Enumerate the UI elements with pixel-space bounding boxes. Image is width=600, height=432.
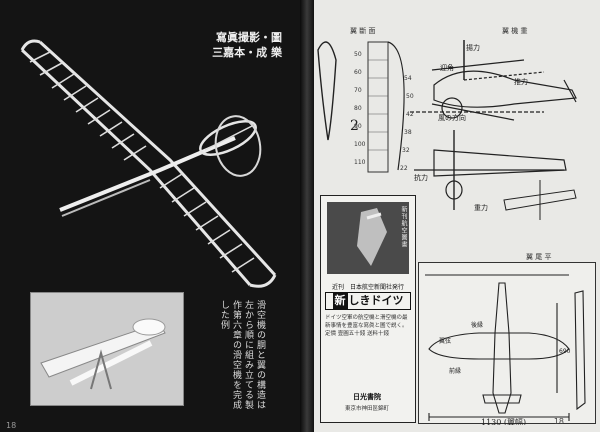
svg-text:54: 54 (404, 75, 412, 82)
ad-book-title: 新 しきドイツ (325, 292, 411, 310)
height-dimension: 690 (559, 348, 571, 355)
right-numbers: 54 50 42 38 32 22 (400, 75, 414, 172)
header-left: 翼 斷 面 (350, 27, 376, 35)
svg-text:60: 60 (354, 69, 362, 76)
wing-section-number: 2 (350, 118, 359, 134)
svg-text:80: 80 (354, 105, 362, 112)
finished-glider-image (31, 293, 183, 405)
three-view-drawing: 1130 (翼幅) 前縁 後縁 翼弦 690 (425, 274, 586, 427)
photo-caption: 寫眞撮影・圖 三嘉本・成 樂 (192, 30, 282, 60)
drag-label: 抗力 (414, 173, 428, 182)
attack-angle-label: 迎角 (440, 63, 454, 72)
svg-text:110: 110 (354, 159, 366, 166)
svg-text:42: 42 (406, 111, 414, 118)
technical-drawings: 2 揚力 風の方向 推力 抗力 重力 迎角 50 60 70 80 90 100… (317, 40, 577, 220)
caption-line-2: 三嘉本・成 樂 (212, 46, 282, 59)
figure-label: 翼 尾 平 (526, 253, 552, 261)
finished-glider-photo (30, 292, 184, 406)
svg-text:32: 32 (402, 147, 410, 154)
ad-title-rest: しきドイツ (348, 294, 404, 307)
left-page: 寫眞撮影・圖 三嘉本・成 樂 滑空機の胴と翼の構造は左から順に組み立てる製作第六… (6, 30, 282, 430)
chord-label: 前縁 (449, 367, 461, 375)
ad-body-text: ドイツ空軍の航空機と滑空機の最新事情を豊富な寫眞と圖で説く。定價 壹圓五十錢 送… (325, 315, 408, 337)
ad-image-text: 新刊航空圖書 (400, 206, 407, 248)
svg-text:22: 22 (400, 165, 408, 172)
plane-three-view: 1130 (翼幅) 前縁 後縁 翼弦 690 (418, 262, 596, 427)
book-advertisement: 新刊航空圖書 近刊 日本航空新聞社発行 新 しきドイツ ドイツ空軍の航空機と滑空… (320, 195, 416, 423)
left-description: 滑空機の胴と翼の構造は左から順に組み立てる製作第六章の滑空機を完成した例 (219, 300, 265, 410)
right-page-number: 18 (553, 417, 564, 426)
svg-text:70: 70 (354, 87, 362, 94)
ad-strip-text: 近刊 日本航空新聞社発行 (331, 284, 404, 291)
chord-numbers: 50 60 70 80 90 100 110 (354, 51, 366, 166)
wind-direction-label: 風の方向 (438, 113, 466, 122)
glider-frame-photo (20, 39, 277, 288)
wing-chord-label: 翼弦 (439, 337, 451, 345)
svg-text:90: 90 (354, 123, 362, 130)
right-page: 翼 斷 面 翼 機 重 (314, 0, 600, 432)
ad-illustration (327, 202, 409, 274)
book-gutter (300, 0, 314, 432)
ad-publisher: 日光書院 (353, 393, 381, 401)
svg-text:50: 50 (406, 93, 414, 100)
ad-title-new: 新 (332, 293, 348, 309)
gravity-label: 重力 (474, 203, 488, 212)
caption-line-1: 寫眞撮影・圖 (216, 31, 282, 44)
span-dimension: 1130 (翼幅) (481, 417, 526, 425)
ad-publisher-address: 東京市神田區錦町 (344, 406, 389, 412)
svg-text:100: 100 (354, 141, 366, 148)
svg-text:38: 38 (404, 129, 412, 136)
thrust-label: 推力 (514, 77, 528, 86)
lift-label: 揚力 (466, 43, 480, 52)
trailing-label: 後縁 (471, 321, 483, 329)
header-right: 翼 機 重 (502, 27, 528, 35)
svg-text:50: 50 (354, 51, 362, 58)
left-page-number: 18 (6, 421, 17, 430)
ad-image: 新刊航空圖書 (327, 202, 409, 274)
